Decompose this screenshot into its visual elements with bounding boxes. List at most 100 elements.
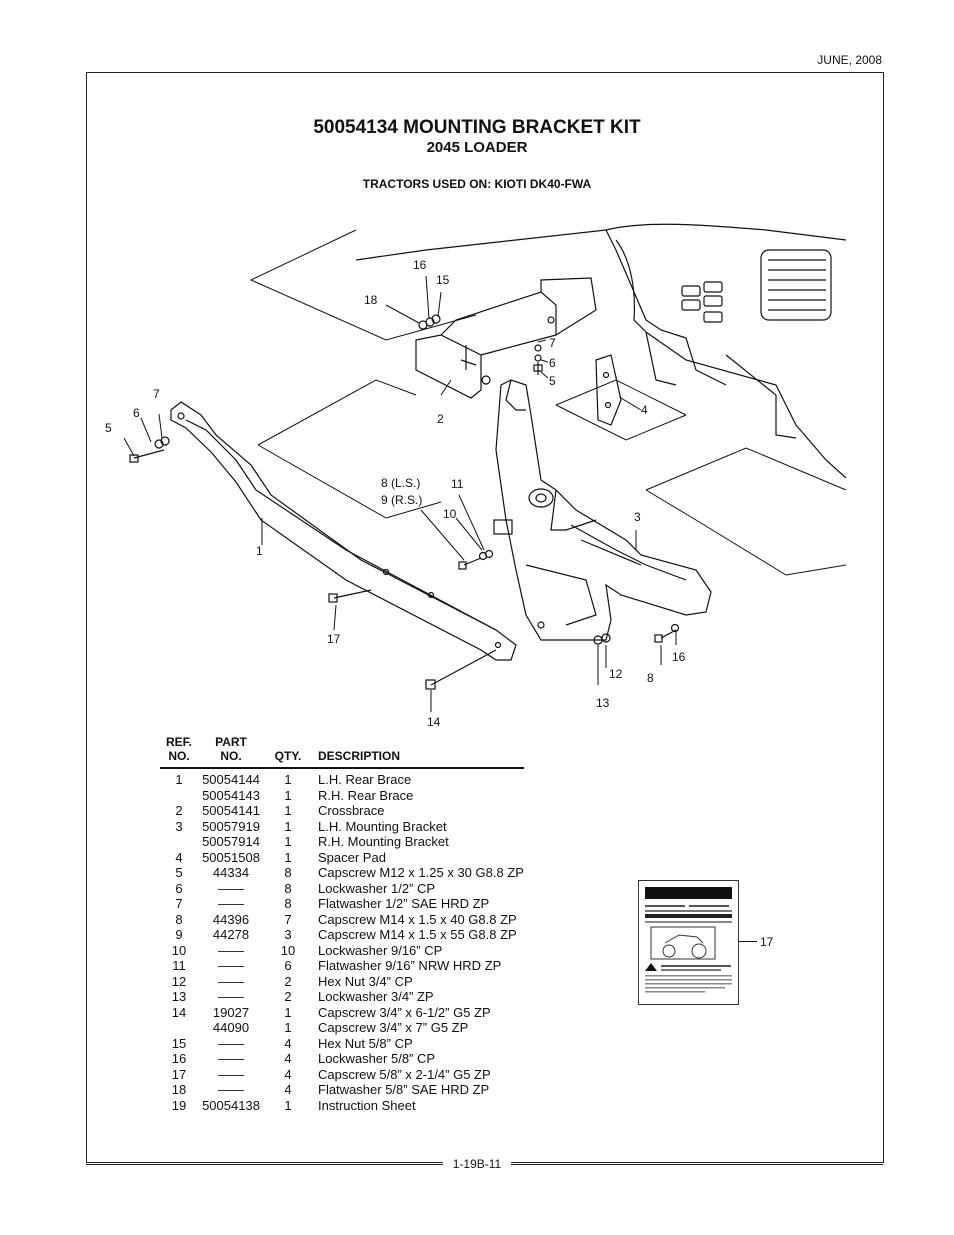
- tractor-frame: [355, 223, 847, 479]
- qty-cell: 1: [284, 772, 292, 787]
- description-cell: R.H. Mounting Bracket: [318, 834, 449, 849]
- description-cell: Flatwasher 9/16” NRW HRD ZP: [318, 958, 502, 973]
- bolt-hardware: [129, 314, 680, 690]
- callout-14: 14: [427, 715, 441, 729]
- part-number-cell: 50054144: [202, 772, 260, 787]
- description-cell: Hex Nut 3/4” CP: [318, 973, 413, 989]
- part-number-cell: 44334: [212, 865, 250, 880]
- rear-brace-part-1: [170, 401, 517, 661]
- crossbrace-part-2: [415, 277, 597, 399]
- callout-12: 12: [609, 667, 623, 681]
- ref-cell: 9: [175, 927, 183, 942]
- callout-10: 10: [443, 507, 457, 521]
- qty-cell: 4: [284, 1051, 292, 1066]
- part-number-cell: 44090: [212, 1020, 250, 1035]
- ref-cell: 14: [171, 1004, 187, 1020]
- description-cell: Flatwasher 1/2” SAE HRD ZP: [318, 896, 490, 911]
- description-cell: Capscrew 3/4” x 6-1/2” G5 ZP: [318, 1004, 491, 1020]
- ref-cell: 17: [171, 1066, 187, 1082]
- ref-cell: 19: [171, 1097, 187, 1113]
- callout-6: 6: [133, 406, 140, 420]
- callout-11: 11: [451, 477, 464, 491]
- qty-cell: 1: [284, 849, 292, 865]
- part-number-cell: ——: [218, 896, 244, 911]
- qty-cell: 1: [284, 834, 292, 849]
- description-cell: Crossbrace: [318, 803, 385, 818]
- loader-subtitle: 2045 LOADER: [426, 139, 528, 156]
- description-cell: Lockwasher 9/16” CP: [318, 942, 443, 958]
- qty-cell: 2: [284, 989, 292, 1004]
- description-cell: Spacer Pad: [318, 849, 386, 865]
- callout-8-ls: 8 (L.S.): [381, 476, 420, 490]
- part-number-cell: 50057914: [202, 834, 260, 849]
- description-cell: Capscrew M14 x 1.5 x 40 G8.8 ZP: [318, 911, 517, 927]
- qty-cell: 2: [284, 973, 292, 989]
- ref-cell: 2: [175, 803, 183, 818]
- part-number-cell: ——: [218, 1035, 244, 1051]
- part-number-cell: 50054143: [202, 787, 260, 803]
- qty-cell: 1: [284, 818, 292, 834]
- ref-cell: 13: [171, 989, 187, 1004]
- description-cell: Lockwasher 1/2” CP: [318, 880, 436, 896]
- ref-cell: 4: [175, 849, 183, 865]
- callout-16b: 16: [672, 650, 686, 664]
- ref-cell: 6: [175, 880, 183, 896]
- callout-17: 17: [327, 632, 341, 646]
- part-number-cell: ——: [218, 973, 244, 989]
- description-cell: Capscrew M14 x 1.5 x 55 G8.8 ZP: [318, 927, 517, 942]
- callout-1: 1: [256, 544, 263, 558]
- part-number-cell: 50057919: [202, 818, 260, 834]
- description-cell: R.H. Rear Brace: [318, 787, 414, 803]
- qty-cell: 10: [280, 942, 296, 958]
- ref-cell: 3: [175, 818, 183, 834]
- qty-cell: 1: [284, 1097, 292, 1113]
- callout-8b: 8: [647, 671, 654, 685]
- qty-cell: 4: [284, 1082, 292, 1097]
- mounting-bracket-part-3: [493, 379, 712, 641]
- part-number-cell: ——: [218, 989, 244, 1004]
- ref-cell: 18: [171, 1082, 187, 1097]
- document-date: JUNE, 2008: [817, 53, 882, 67]
- part-number-cell: 50054138: [202, 1097, 260, 1113]
- thumbnail-leader: [739, 941, 757, 942]
- header-qty: QTY.: [274, 749, 302, 763]
- ref-cell: 16: [171, 1051, 187, 1066]
- part-number-cell: ——: [218, 1066, 244, 1082]
- callout-2: 2: [437, 412, 444, 426]
- tractors-used-on: TRACTORS USED ON: KIOTI DK40-FWA: [362, 177, 592, 191]
- description-cell: Lockwasher 3/4” ZP: [318, 989, 434, 1004]
- qty-cell: 4: [284, 1066, 292, 1082]
- description-cell: Lockwasher 5/8” CP: [318, 1051, 436, 1066]
- callout-7: 7: [153, 387, 160, 401]
- qty-cell: 7: [284, 911, 292, 927]
- instruction-sheet-thumbnail: [638, 880, 739, 1005]
- instruction-sheet-icon: [645, 887, 732, 993]
- callout-9-rs: 9 (R.S.): [381, 493, 422, 507]
- callout-5: 5: [105, 421, 112, 435]
- ref-cell: [160, 1020, 198, 1036]
- ref-cell: 10: [171, 942, 187, 958]
- part-number-cell: ——: [218, 958, 244, 973]
- description-cell: Hex Nut 5/8” CP: [318, 1035, 413, 1051]
- header-rule: [160, 767, 524, 769]
- ground-plane-lines: [249, 229, 847, 576]
- part-number-cell: 44396: [212, 911, 250, 927]
- ref-cell: 5: [175, 865, 183, 880]
- ref-cell: [160, 788, 198, 804]
